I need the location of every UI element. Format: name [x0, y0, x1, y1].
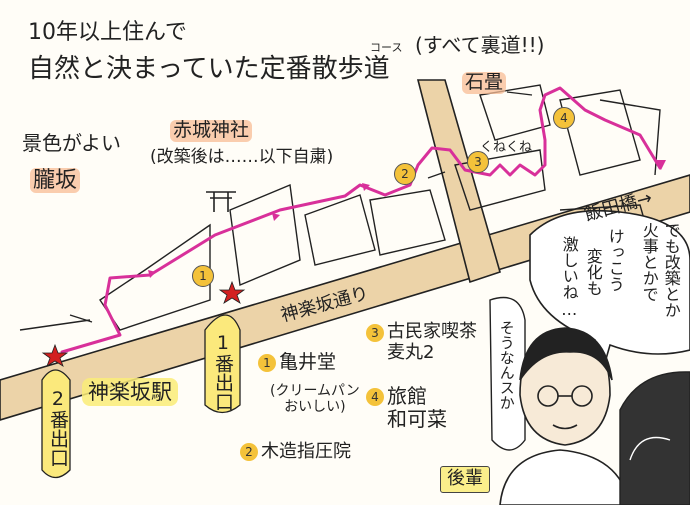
- speech-col-2: 火事とかで: [639, 222, 659, 302]
- legend-num-3: 3: [366, 324, 384, 342]
- label-oborozaka: 朧坂: [30, 168, 81, 194]
- cross-road: [416, 79, 501, 284]
- torii-icon: [206, 191, 236, 212]
- route-arrows: [148, 160, 666, 278]
- character-senpai: [499, 327, 631, 505]
- legend-name-1: 亀井堂: [279, 351, 337, 373]
- label-station: 神楽坂駅: [82, 378, 178, 407]
- title-paren: (すべて裏道!!): [415, 33, 545, 57]
- legend-name-4: 旅館 和可菜: [387, 384, 447, 431]
- legend-name-3: 古民家喫茶 麦丸2: [387, 321, 477, 363]
- label-kunekune: くねくね: [480, 140, 533, 155]
- label-akagi-shrine: 赤城神社: [170, 119, 253, 142]
- map-marker-2: 2: [394, 163, 416, 185]
- speech-col-5: 激しいね…: [559, 236, 579, 319]
- pointer-arrows: [69, 91, 533, 323]
- legend-name-2: 木造指圧院: [261, 441, 351, 462]
- label-exit2: 2番出口: [46, 388, 69, 467]
- map-marker-3: 3: [467, 151, 489, 173]
- character-right: [619, 371, 690, 505]
- title-ruby: コース: [370, 41, 403, 54]
- walking-route: [60, 86, 662, 354]
- title-line2: 自然と決まっていた定番散歩道: [28, 54, 390, 84]
- legend-num-2: 2: [240, 443, 258, 461]
- legend-note-1: (クリームパン おいしい): [270, 383, 360, 416]
- map-marker-4: 4: [553, 107, 575, 129]
- exit1-sign-bg: [204, 314, 241, 414]
- label-exit1: 1番出口: [211, 332, 234, 411]
- speech-col-3: けっこう: [605, 228, 625, 292]
- label-ishidatami: 石畳: [462, 71, 507, 94]
- map-marker-1: 1: [192, 265, 214, 287]
- kohai-label: 後輩: [440, 466, 490, 493]
- speech-col-4: 変化も: [583, 248, 603, 296]
- speech-col-1: でも改築とか: [661, 222, 681, 318]
- legend-num-1: 1: [258, 353, 276, 372]
- speech-kohai: そうなんスか: [497, 320, 516, 410]
- speech-bubble-kohai: [489, 296, 526, 451]
- exit2-sign-bg: [41, 369, 71, 479]
- title-line1: 10年以上住んで: [28, 20, 187, 45]
- legend-num-4: 4: [366, 388, 384, 406]
- label-scenery: 景色がよい: [22, 131, 121, 155]
- station-exit-stars: [41, 280, 246, 367]
- label-akagi-note: (改築後は……以下自粛): [150, 147, 334, 167]
